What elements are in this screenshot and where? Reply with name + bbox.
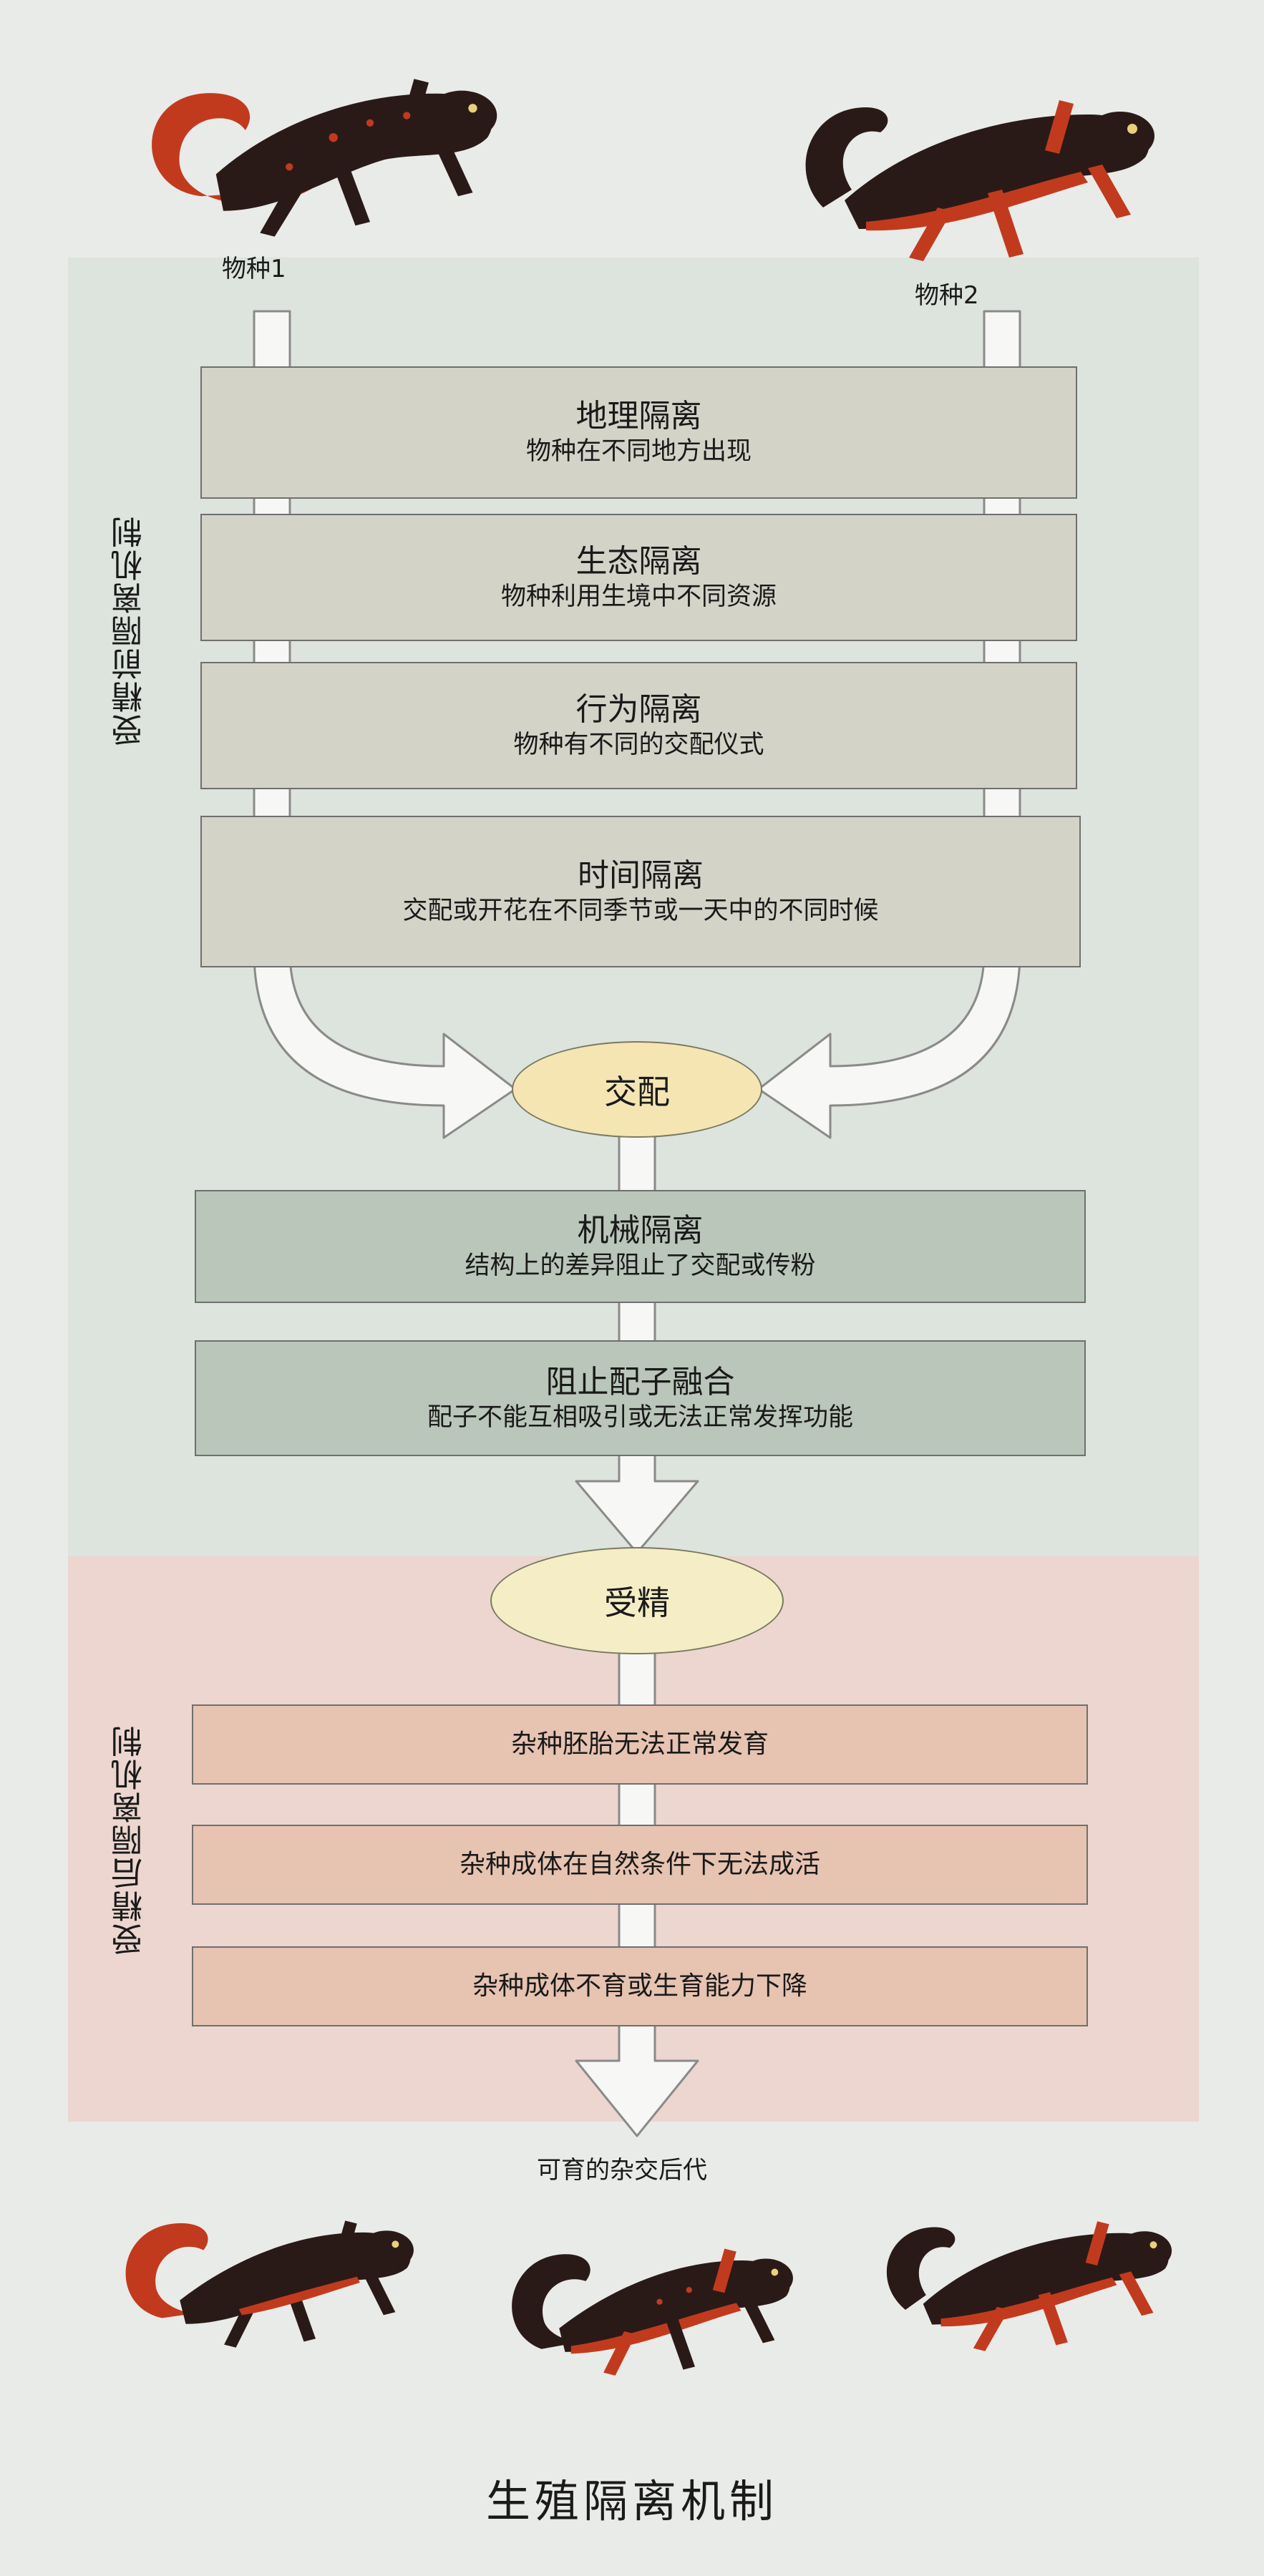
barrier-desc: 物种利用生境中不同资源 <box>500 582 777 611</box>
barrier-title: 阻止配子融合 <box>545 1363 735 1400</box>
hybrid-inviability-box: 杂种胚胎无法正常发育 <box>192 1704 1088 1785</box>
salamander-hybrid-left-icon <box>125 2220 414 2348</box>
hybrid-survival-box: 杂种成体在自然条件下无法成活 <box>192 1825 1088 1905</box>
pre-zygotic-label: 受精前隔离机制 <box>112 515 148 746</box>
gamete-isolation-box: 阻止配子融合 配子不能互相吸引或无法正常发挥功能 <box>195 1340 1086 1456</box>
barrier-title: 生态隔离 <box>575 542 702 580</box>
post-zygotic-label: 受精后隔离机制 <box>112 1724 148 1955</box>
barrier-title: 时间隔离 <box>578 857 704 894</box>
barrier-desc: 结构上的差异阻止了交配或传粉 <box>465 1251 816 1280</box>
salamander-hybrid-right-icon <box>886 2221 1172 2351</box>
temporal-isolation-box: 时间隔离 交配或开花在不同季节或一天中的不同时候 <box>200 816 1081 967</box>
species1-label: 物种1 <box>222 255 286 283</box>
species2-label: 物种2 <box>915 281 979 310</box>
barrier-desc: 杂种成体在自然条件下无法成活 <box>459 1849 820 1879</box>
mechanical-isolation-box: 机械隔离 结构上的差异阻止了交配或传粉 <box>195 1190 1086 1303</box>
barrier-title: 机械隔离 <box>577 1211 704 1249</box>
geographic-isolation-box: 地理隔离 物种在不同地方出现 <box>200 366 1077 499</box>
barrier-title: 地理隔离 <box>575 398 702 435</box>
hybrid-sterility-box: 杂种成体不育或生育能力下降 <box>192 1946 1088 2026</box>
barrier-title: 行为隔离 <box>575 691 702 728</box>
barrier-desc: 物种有不同的交配仪式 <box>513 730 764 759</box>
behavioral-isolation-box: 行为隔离 物种有不同的交配仪式 <box>200 662 1077 789</box>
fertilization-oval: 受精 <box>490 1547 784 1654</box>
barrier-desc: 杂种胚胎无法正常发育 <box>510 1729 769 1759</box>
salamander-hybrid-center-icon <box>512 2248 793 2376</box>
figure-caption: 生殖隔离机制 <box>485 2475 778 2527</box>
barrier-desc: 杂种成体不育或生育能力下降 <box>472 1971 807 2001</box>
barrier-desc: 物种在不同地方出现 <box>525 437 752 467</box>
salamander-species2-icon <box>805 100 1154 261</box>
offspring-label: 可育的杂交后代 <box>537 2156 707 2185</box>
ecological-isolation-box: 生态隔离 物种利用生境中不同资源 <box>200 514 1077 641</box>
mating-oval: 交配 <box>512 1041 762 1138</box>
barrier-desc: 交配或开花在不同季节或一天中的不同时候 <box>402 896 879 925</box>
barrier-desc: 配子不能互相吸引或无法正常发挥功能 <box>427 1402 853 1432</box>
salamander-species1-icon <box>152 79 497 237</box>
